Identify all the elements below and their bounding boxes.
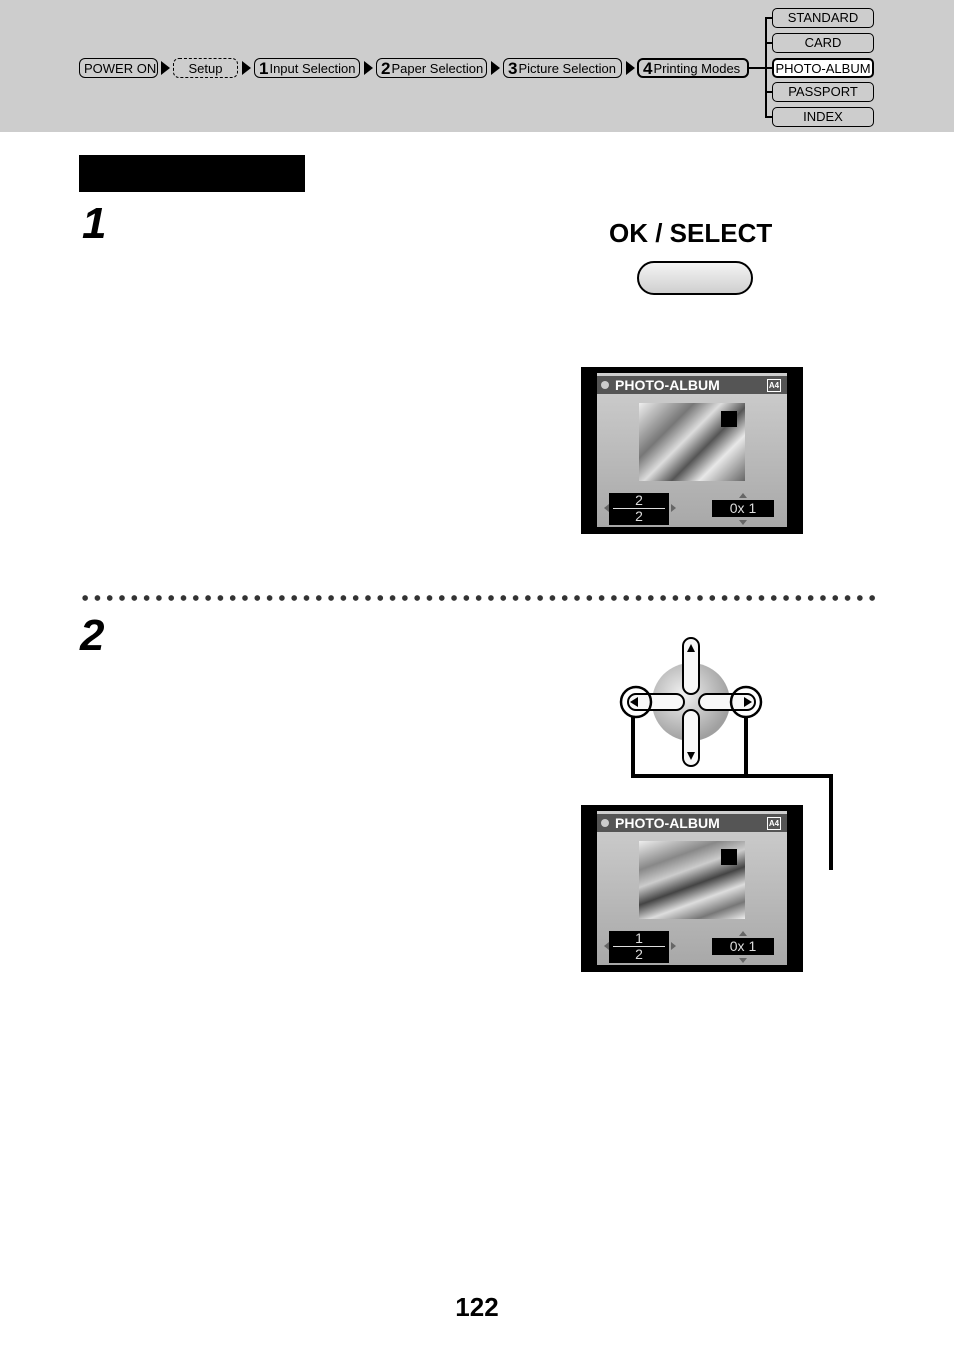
album-preview-image (639, 403, 745, 481)
triangle-up-icon (739, 931, 747, 936)
connector-line (749, 67, 765, 69)
crumb-printing-modes: 4 Printing Modes (637, 58, 749, 78)
bracket-tick (765, 91, 772, 93)
crumb-label: Setup (188, 60, 223, 76)
crumb-label: Printing Modes (653, 60, 741, 76)
paper-size-icon: A4 (767, 817, 781, 830)
crumb-paper-selection: 2 Paper Selection (376, 58, 487, 78)
crumb-label: Picture Selection (518, 60, 617, 76)
ok-select-button-icon (637, 261, 753, 295)
arrow-right-icon (491, 61, 500, 75)
lcd-title: PHOTO-ALBUM (615, 377, 720, 393)
page-total: 2 (635, 508, 643, 524)
step-2-number: 2 (80, 611, 105, 660)
mode-standard: STANDARD (772, 8, 874, 28)
page-current: 2 (635, 492, 643, 508)
crumb-number: 4 (643, 58, 653, 78)
bracket-tick (765, 42, 772, 44)
crumb-label: Paper Selection (391, 60, 484, 76)
dpad-icon (619, 637, 833, 870)
crumb-power-on: POWER ON (79, 58, 158, 78)
arrow-right-icon (364, 61, 373, 75)
dotted-separator (79, 594, 877, 602)
fraction-line (613, 508, 665, 509)
header-band: POWER ON Setup 1 Input Selection 2 Paper… (0, 0, 954, 132)
arrow-right-icon (242, 61, 251, 75)
lcd-screen-step2: PHOTO-ALBUM A4 1 2 0x 1 (581, 805, 803, 972)
triangle-right-icon (671, 504, 676, 512)
fraction-line (613, 946, 665, 947)
triangle-left-icon (604, 942, 609, 950)
triangle-right-icon (671, 942, 676, 950)
page-current: 1 (635, 930, 643, 946)
page-total: 2 (635, 946, 643, 962)
arrow-right-icon (161, 61, 170, 75)
arrow-right-icon (626, 61, 635, 75)
mode-photo-album: PHOTO-ALBUM (772, 58, 874, 78)
paper-size-icon: A4 (767, 379, 781, 392)
crumb-number: 1 (259, 58, 269, 78)
page-counter: 1 2 (609, 931, 669, 963)
bracket-tick (765, 17, 772, 19)
crumb-input-selection: 1 Input Selection (254, 58, 360, 78)
copies-counter: 0x 1 (712, 500, 774, 517)
ok-select-label: OK / SELECT (609, 218, 773, 248)
lcd-display: PHOTO-ALBUM A4 1 2 0x 1 (597, 811, 787, 965)
bullet-icon (601, 381, 609, 389)
selection-marker (721, 411, 737, 427)
bracket-tick (765, 67, 772, 69)
crumb-number: 3 (508, 58, 518, 78)
lcd-title-bar: PHOTO-ALBUM A4 (597, 376, 787, 394)
crumb-picture-selection: 3 Picture Selection (503, 58, 622, 78)
lcd-title: PHOTO-ALBUM (615, 815, 720, 831)
copies-counter: 0x 1 (712, 938, 774, 955)
step-1-number: 1 (82, 199, 107, 248)
mode-index: INDEX (772, 107, 874, 127)
lcd-display: PHOTO-ALBUM A4 2 2 0x 1 (597, 373, 787, 527)
lcd-screen-step1: PHOTO-ALBUM A4 2 2 0x 1 (581, 367, 803, 534)
triangle-down-icon (739, 520, 747, 525)
crumb-label: Input Selection (269, 60, 356, 76)
triangle-down-icon (739, 958, 747, 963)
crumb-label: POWER ON (84, 60, 157, 76)
triangle-up-icon (739, 493, 747, 498)
album-preview-image (639, 841, 745, 919)
mode-card: CARD (772, 33, 874, 53)
page-counter: 2 2 (609, 493, 669, 525)
lcd-title-bar: PHOTO-ALBUM A4 (597, 814, 787, 832)
crumb-setup: Setup (173, 58, 238, 78)
bullet-icon (601, 819, 609, 827)
mode-passport: PASSPORT (772, 82, 874, 102)
selection-marker (721, 849, 737, 865)
page-number: 122 (455, 1292, 499, 1322)
triangle-left-icon (604, 504, 609, 512)
section-title-bar (79, 155, 305, 192)
bracket-tick (765, 116, 772, 118)
crumb-number: 2 (381, 58, 391, 78)
